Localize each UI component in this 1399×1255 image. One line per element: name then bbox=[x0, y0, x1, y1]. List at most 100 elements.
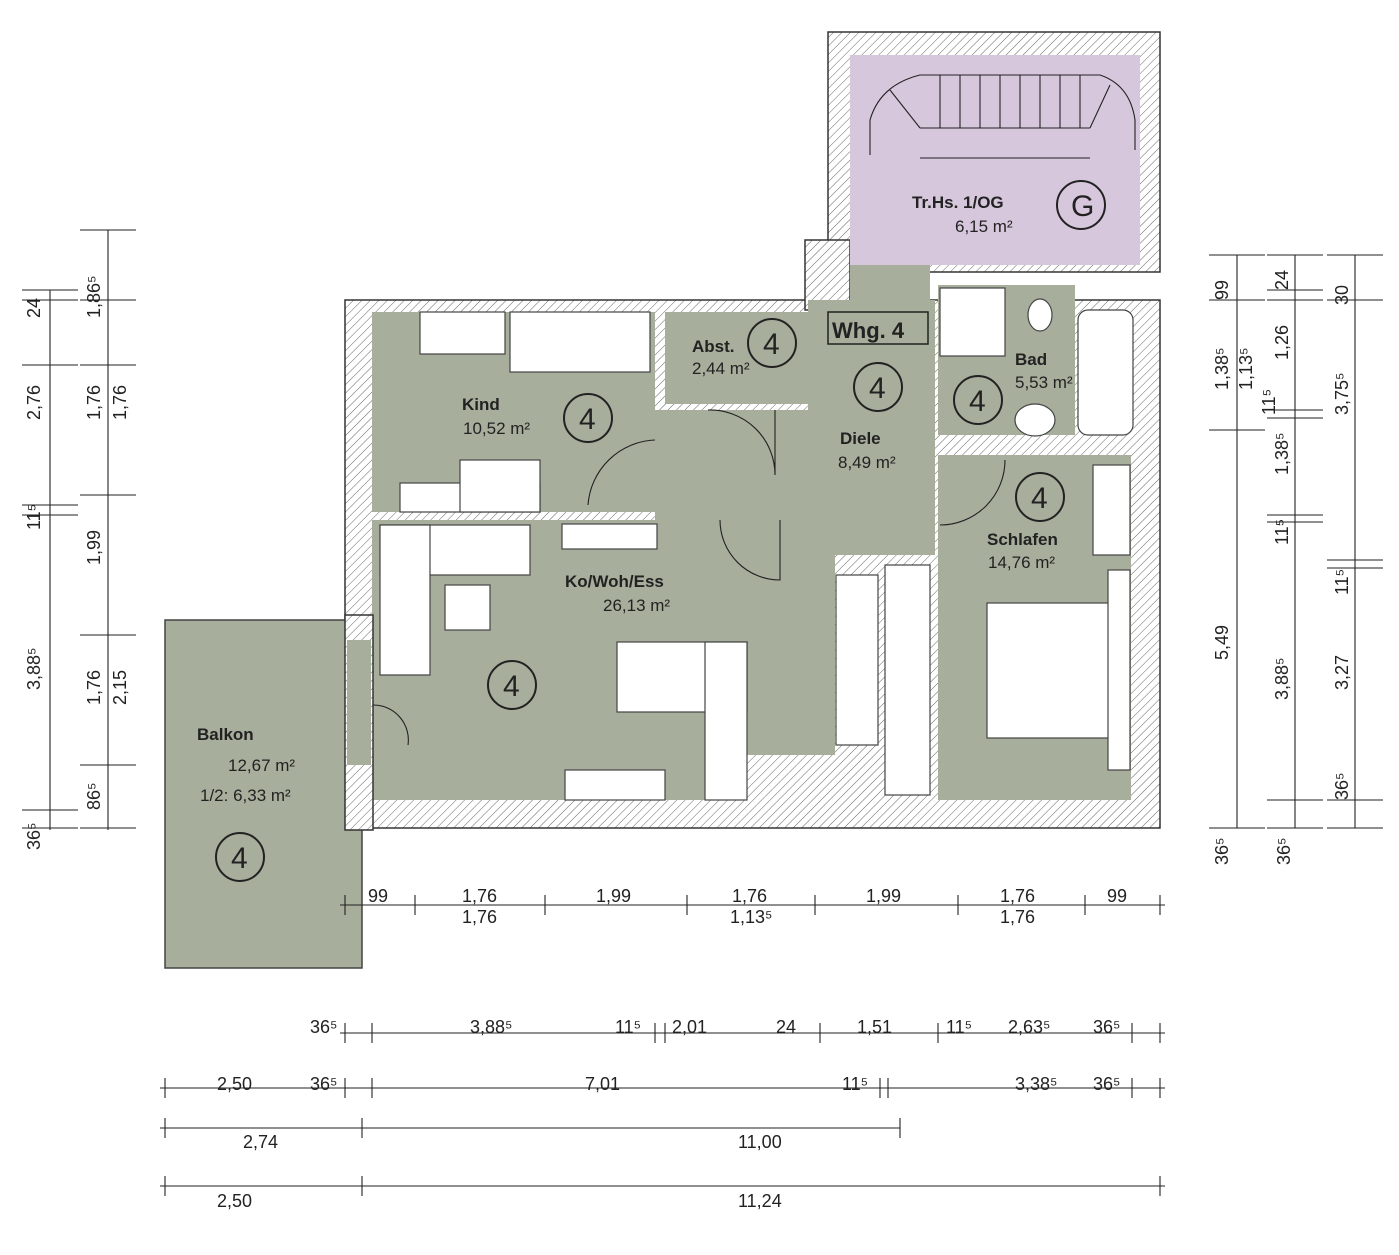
dimension-label-left1: 11⁵ bbox=[24, 504, 44, 530]
dimension-label-right1: 36⁵ bbox=[1212, 838, 1232, 865]
badge-schlafen: 4 bbox=[1015, 472, 1065, 522]
dimension-label-rowC: 36⁵ bbox=[1093, 1074, 1120, 1094]
dimension-label-left1: 2,76 bbox=[24, 385, 44, 420]
doors bbox=[372, 409, 1006, 746]
dimension-label-right1: 99 bbox=[1212, 280, 1232, 300]
dimension-label-rowB: 11⁵ bbox=[946, 1017, 972, 1037]
room-name-kind: Kind bbox=[462, 395, 500, 414]
badge-kind: 4 bbox=[563, 393, 613, 443]
dimension-ticks bbox=[22, 229, 1383, 1196]
dimension-label-left2: 1,76 bbox=[84, 670, 104, 705]
dimension-label-rowB: 1,51 bbox=[857, 1017, 892, 1037]
dimension-label-rowA: 1,76 bbox=[732, 886, 767, 906]
dimension-label-right1: 1,38⁵ bbox=[1212, 348, 1232, 391]
dimension-label-rowB: 24 bbox=[776, 1017, 796, 1037]
dimension-label-right3: 36⁵ bbox=[1332, 773, 1352, 800]
dimension-label-rowE: 11,24 bbox=[738, 1191, 782, 1211]
dimension-label-rowD: 2,74 bbox=[243, 1132, 278, 1152]
room-area-diele: 8,49 m² bbox=[838, 453, 896, 472]
room-name-diele: Diele bbox=[840, 429, 881, 448]
room-name-bad: Bad bbox=[1015, 350, 1047, 369]
room-name-schlafen: Schlafen bbox=[987, 530, 1058, 549]
dimension-label-right2: 11⁵ bbox=[1259, 389, 1279, 415]
room-area-balkon-half: 1/2: 6,33 m² bbox=[200, 786, 291, 805]
svg-text:4: 4 bbox=[869, 372, 886, 405]
badge-kowohess: 4 bbox=[487, 660, 537, 710]
room-area-kowohess: 26,13 m² bbox=[603, 596, 670, 615]
dimension-label-right1: 5,49 bbox=[1212, 625, 1232, 660]
dimension-label-right3: 11⁵ bbox=[1332, 569, 1352, 595]
dimension-label-left2: 1,86⁵ bbox=[84, 276, 104, 319]
svg-text:G: G bbox=[1071, 190, 1094, 223]
dimension-label-right3: 3,27 bbox=[1332, 655, 1352, 690]
dimension-label-rowC: 7,01 bbox=[585, 1074, 620, 1094]
dimension-label-rowA: 1,76 bbox=[1000, 886, 1035, 906]
dimension-label-left1: 24 bbox=[24, 298, 44, 318]
room-area-bad: 5,53 m² bbox=[1015, 373, 1073, 392]
dimension-label-left1: 3,88⁵ bbox=[24, 648, 44, 691]
room-area-schlafen: 14,76 m² bbox=[988, 553, 1055, 572]
dimension-label-right2: 1,13⁵ bbox=[1236, 348, 1256, 391]
dimension-label-left2: 1,76 bbox=[84, 385, 104, 420]
dimension-label-right2: 24 bbox=[1272, 270, 1292, 290]
dimension-label-left2: 86⁵ bbox=[84, 783, 104, 810]
dimension-label-rowA2: 1,76 bbox=[462, 907, 497, 927]
room-area-kind: 10,52 m² bbox=[463, 419, 530, 438]
svg-text:4: 4 bbox=[1031, 482, 1048, 515]
stairwell bbox=[850, 55, 1140, 265]
dimension-label-rowB: 36⁵ bbox=[310, 1017, 337, 1037]
dimension-label-rowA: 1,99 bbox=[596, 886, 631, 906]
dimension-label-rowA2: 1,76 bbox=[1000, 907, 1035, 927]
svg-text:4: 4 bbox=[969, 385, 986, 418]
room-area-abst: 2,44 m² bbox=[692, 359, 750, 378]
dimension-labels: 24 2,76 11⁵ 3,88⁵ 36⁵ 1,86⁵ 1,76 1,99 1,76 86⁵ 1,7… bbox=[24, 270, 1352, 1211]
dimension-label-right3: 30 bbox=[1332, 285, 1352, 305]
svg-text:4: 4 bbox=[503, 670, 520, 703]
dimension-label-rowB: 11⁵ bbox=[615, 1017, 641, 1037]
dimension-label-right2: 36⁵ bbox=[1274, 838, 1294, 865]
dimension-label-right3: 3,75⁵ bbox=[1332, 373, 1352, 416]
badge-diele: 4 bbox=[853, 362, 903, 412]
dimension-label-right2: 1,38⁵ bbox=[1272, 433, 1292, 476]
dimension-label-right2: 11⁵ bbox=[1272, 519, 1292, 545]
dimension-label-rowB: 3,88⁵ bbox=[470, 1017, 513, 1037]
room-area-balkon: 12,67 m² bbox=[228, 756, 295, 775]
dimension-label-left1: 36⁵ bbox=[24, 823, 44, 850]
dimension-label-rowE: 2,50 bbox=[217, 1191, 252, 1211]
svg-text:4: 4 bbox=[579, 403, 596, 436]
apartment-label: Whg. 4 bbox=[832, 318, 905, 343]
badge-stair: G bbox=[1056, 180, 1106, 230]
svg-text:4: 4 bbox=[231, 842, 248, 875]
badge-abst: 4 bbox=[747, 318, 797, 368]
dimension-label-rowA: 99 bbox=[1107, 886, 1127, 906]
apartment-label-box bbox=[827, 311, 929, 345]
dimension-label-rowA: 1,99 bbox=[866, 886, 901, 906]
dimension-label-rowA2: 1,13⁵ bbox=[730, 907, 773, 927]
dimension-label-rowA: 99 bbox=[368, 886, 388, 906]
dimension-label-right2: 1,26 bbox=[1272, 325, 1292, 360]
dimension-label-rowB: 36⁵ bbox=[1093, 1017, 1120, 1037]
dimension-label-right2: 3,88⁵ bbox=[1272, 658, 1292, 701]
room-area-stair: 6,15 m² bbox=[955, 217, 1013, 236]
dimension-label-rowB: 2,63⁵ bbox=[1008, 1017, 1051, 1037]
room-name-balkon: Balkon bbox=[197, 725, 254, 744]
room-name-kowohess: Ko/Woh/Ess bbox=[565, 572, 664, 591]
dimension-label-left3: 2,15 bbox=[110, 670, 130, 705]
dimension-label-rowC: 2,50 bbox=[217, 1074, 252, 1094]
svg-text:4: 4 bbox=[763, 328, 780, 361]
dimension-label-rowD: 11,00 bbox=[738, 1132, 782, 1152]
dimension-lines bbox=[49, 230, 1356, 1187]
badge-bad: 4 bbox=[953, 375, 1003, 425]
dimension-label-rowC: 11⁵ bbox=[842, 1074, 868, 1094]
dimension-label-left2: 1,99 bbox=[84, 530, 104, 565]
staircase-steps bbox=[869, 74, 1136, 159]
dimension-label-rowC: 3,38⁵ bbox=[1015, 1074, 1058, 1094]
dimension-label-rowC: 36⁵ bbox=[310, 1074, 337, 1094]
dimension-label-rowB: 2,01 bbox=[672, 1017, 707, 1037]
room-name-abst: Abst. bbox=[692, 337, 735, 356]
dimension-label-rowA: 1,76 bbox=[462, 886, 497, 906]
room-name-stair: Tr.Hs. 1/OG bbox=[912, 193, 1004, 212]
room-labels: Tr.Hs. 1/OG 6,15 m² Kind 10,52 m² Abst. … bbox=[197, 193, 1073, 805]
badge-balkon: 4 bbox=[215, 832, 265, 882]
